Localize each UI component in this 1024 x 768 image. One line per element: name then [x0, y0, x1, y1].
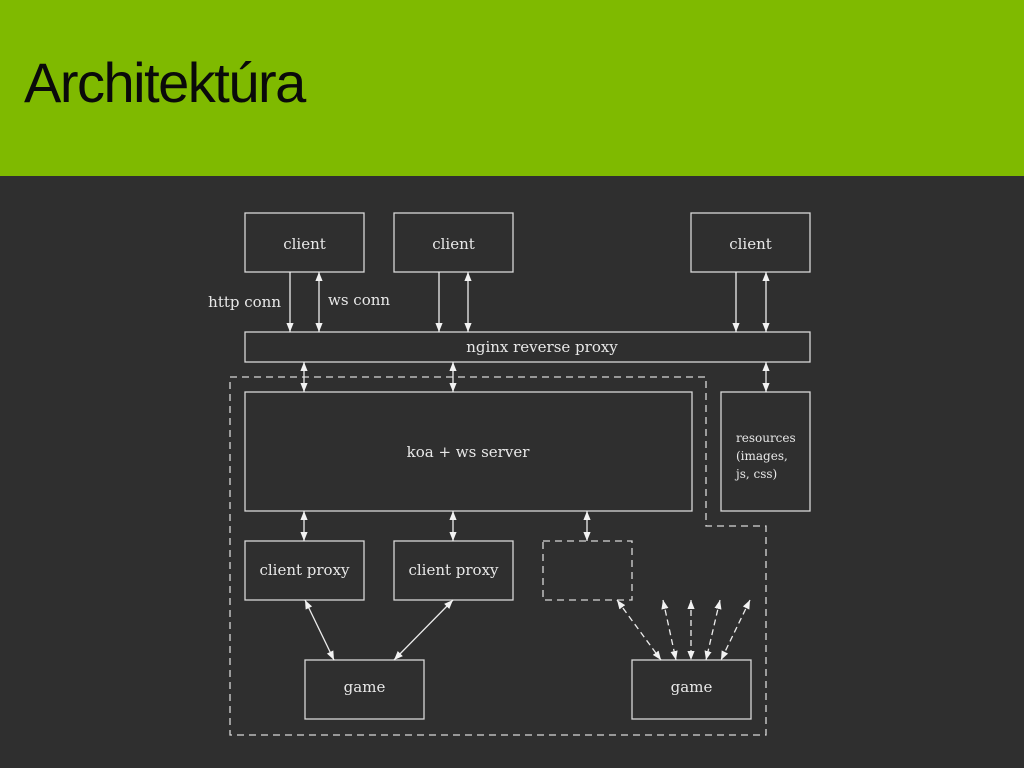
proxy-game-arrow-dashed	[616, 599, 662, 661]
ws-conn-label: ws conn	[328, 291, 390, 309]
proxy-game-arrow-dashed	[704, 599, 722, 661]
proxy-game-arrow	[304, 599, 335, 661]
svg-text:game: game	[671, 678, 713, 696]
nginx-proxy-node: nginx reverse proxy	[244, 331, 811, 363]
backend-group-outline	[229, 376, 767, 736]
http-conn-label: http conn	[208, 293, 281, 311]
client-node: client	[690, 212, 811, 273]
svg-text:resources: resources	[736, 431, 796, 445]
game-node: game	[304, 659, 425, 720]
client-proxy-node: client proxy	[393, 540, 514, 601]
svg-text:js, css): js, css)	[734, 467, 777, 481]
svg-text:nginx reverse proxy: nginx reverse proxy	[466, 338, 618, 356]
placeholder-proxy-box	[542, 540, 633, 601]
client-node: client	[244, 212, 365, 273]
svg-text:client: client	[729, 235, 772, 253]
client-proxy-node: client proxy	[244, 540, 365, 601]
resources-node: resources (images, js, css)	[720, 391, 811, 512]
svg-text:client proxy: client proxy	[259, 561, 350, 579]
proxy-game-arrow-dashed	[720, 599, 751, 661]
proxy-game-arrow-dashed	[661, 599, 678, 661]
game-node: game	[631, 659, 752, 720]
slide-title: Architektúra	[24, 51, 306, 114]
svg-text:client: client	[283, 235, 326, 253]
server-node: koa + ws server	[244, 391, 693, 512]
proxy-game-arrow	[393, 599, 454, 661]
svg-text:(images,: (images,	[736, 449, 788, 463]
svg-text:koa + ws server: koa + ws server	[407, 443, 531, 461]
slide-header	[0, 0, 1024, 176]
svg-text:client proxy: client proxy	[408, 561, 499, 579]
svg-text:client: client	[432, 235, 475, 253]
svg-text:game: game	[344, 678, 386, 696]
client-node: client	[393, 212, 514, 273]
